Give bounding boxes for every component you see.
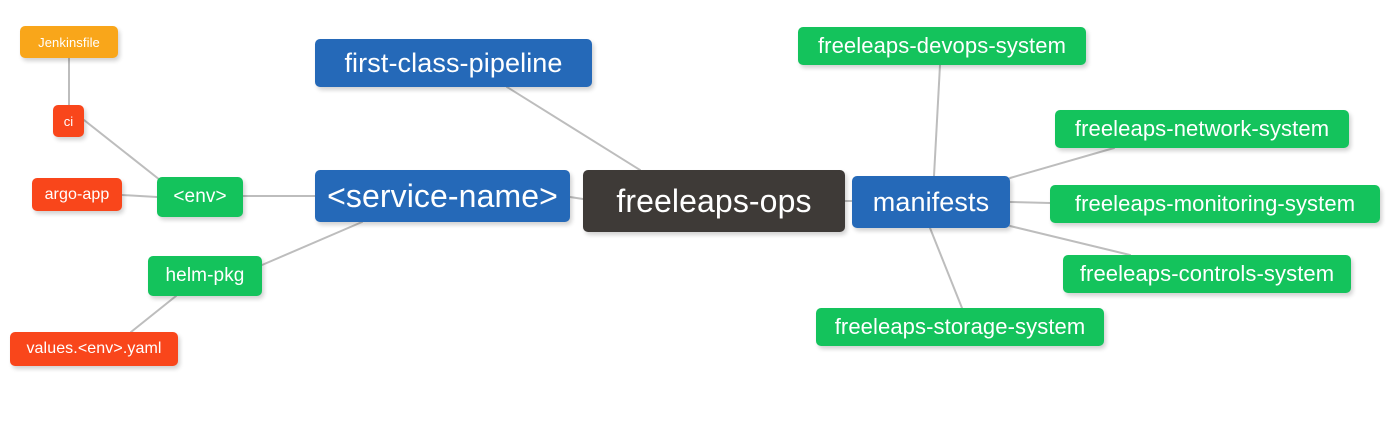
- edge-manifests-to-devops-sys: [933, 64, 941, 177]
- mindmap-node-freeleaps-ops[interactable]: freeleaps-ops: [583, 170, 845, 232]
- edge-fcp-to-freeleaps-ops: [506, 86, 641, 171]
- node-label: freeleaps-controls-system: [1079, 261, 1335, 286]
- edge-manifests-to-network-sys: [1009, 147, 1115, 179]
- edge-argo-app-to-env: [121, 194, 158, 198]
- edge-manifests-to-monitoring-sys: [1009, 201, 1051, 204]
- edge-manifests-to-controls-sys: [1009, 225, 1131, 256]
- edge-values-yaml-to-helm-pkg: [130, 295, 177, 333]
- edge-ci-to-env: [83, 119, 161, 181]
- edge-helm-pkg-to-service-name: [261, 221, 363, 266]
- node-label: <service-name>: [327, 177, 558, 214]
- mindmap-node-argo-app[interactable]: argo-app: [32, 178, 122, 211]
- node-label: ci: [63, 113, 74, 129]
- mindmap-node-ci[interactable]: ci: [53, 105, 84, 137]
- mindmap-node-helm-pkg[interactable]: helm-pkg: [148, 256, 262, 296]
- mindmap-node-storage-sys[interactable]: freeleaps-storage-system: [816, 308, 1104, 346]
- node-label: freeleaps-monitoring-system: [1074, 191, 1356, 216]
- node-label: values.<env>.yaml: [26, 340, 162, 357]
- edge-manifests-to-storage-sys: [929, 227, 963, 309]
- mindmap-node-manifests[interactable]: manifests: [852, 176, 1010, 228]
- mindmap-node-devops-sys[interactable]: freeleaps-devops-system: [798, 27, 1086, 65]
- node-label: argo-app: [44, 185, 110, 203]
- mindmap-node-monitoring-sys[interactable]: freeleaps-monitoring-system: [1050, 185, 1380, 223]
- node-label: helm-pkg: [165, 265, 245, 286]
- mindmap-node-network-sys[interactable]: freeleaps-network-system: [1055, 110, 1349, 148]
- node-label: manifests: [872, 186, 990, 217]
- node-label: Jenkinsfile: [38, 34, 100, 50]
- node-label: freeleaps-network-system: [1074, 116, 1330, 141]
- edge-service-name-to-freeleaps-ops: [569, 196, 584, 200]
- mindmap-node-controls-sys[interactable]: freeleaps-controls-system: [1063, 255, 1351, 293]
- node-label: freeleaps-devops-system: [817, 33, 1067, 58]
- node-label: <env>: [173, 186, 227, 207]
- node-label: first-class-pipeline: [344, 47, 563, 78]
- mindmap-node-env[interactable]: <env>: [157, 177, 243, 217]
- mindmap-node-values-yaml[interactable]: values.<env>.yaml: [10, 332, 178, 366]
- node-label: freeleaps-storage-system: [834, 314, 1086, 339]
- mindmap-node-fcp[interactable]: first-class-pipeline: [315, 39, 592, 87]
- mindmap-node-service-name[interactable]: <service-name>: [315, 170, 570, 222]
- mindmap-node-jenkinsfile[interactable]: Jenkinsfile: [20, 26, 118, 58]
- node-label: freeleaps-ops: [616, 182, 812, 219]
